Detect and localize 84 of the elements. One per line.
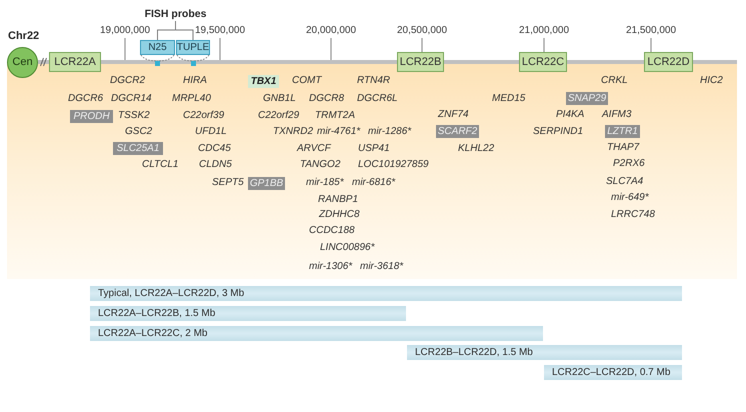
coordinate-label: 21,500,000 — [626, 24, 676, 38]
coordinate-label: 21,000,000 — [518, 24, 570, 38]
gene-name: LRRC748 — [611, 208, 655, 222]
highlighted-gene-tag: SCARF2 — [436, 125, 479, 138]
deletion-bar: Typical, LCR22A–LCR22D, 3 Mb — [90, 286, 682, 301]
gene-name: ZDHHC8 — [319, 208, 360, 222]
gene-name: CLTCL1 — [142, 158, 178, 172]
gene-name: LINC00896* — [320, 241, 374, 255]
gene-name: SEPT5 — [212, 176, 244, 190]
chromosome-line — [693, 60, 737, 64]
gene-name: mir-1306* — [309, 260, 352, 274]
gene-name: TXNRD2 — [273, 125, 314, 139]
lcr-region-block: LCR22B — [397, 52, 444, 72]
gene-name: GNB1L — [263, 92, 296, 106]
gene-name: RTN4R — [357, 74, 390, 88]
gene-name: mir-6816* — [352, 176, 396, 190]
gene-name: RANBP1 — [318, 193, 358, 207]
gene-name: CCDC188 — [309, 224, 355, 238]
gene-name: mir-3618* — [360, 260, 404, 274]
chromosome-line — [38, 60, 49, 64]
gene-name: USP41 — [358, 142, 390, 156]
coordinate-label: 20,000,000 — [306, 24, 356, 38]
gene-name: mir-185* — [306, 176, 344, 190]
gene-name: SERPIND1 — [533, 125, 584, 139]
gene-name: TANGO2 — [300, 158, 340, 172]
probe-marker — [155, 61, 160, 66]
gene-name: CLDN5 — [199, 158, 232, 172]
chromosome-name: Chr22 — [8, 29, 40, 43]
coordinate-label: 20,500,000 — [396, 24, 448, 38]
key-gene-tag: TBX1 — [248, 75, 279, 88]
gene-name: CDC45 — [198, 142, 231, 156]
gene-name: TRMT2A — [315, 109, 355, 123]
gene-name: C22orf39 — [183, 109, 224, 123]
gene-name: SLC7A4 — [606, 175, 644, 189]
dashed-leader-line — [140, 54, 174, 62]
chromosome-line — [444, 60, 519, 64]
gene-name: DGCR6 — [68, 92, 104, 106]
gene-name: DGCR8 — [309, 92, 344, 106]
gene-name: P2RX6 — [613, 157, 645, 171]
probe-heading: FISH probes — [144, 7, 207, 21]
deletion-bar: LCR22A–LCR22C, 2 Mb — [90, 326, 543, 341]
deletion-bar: LCR22B–LCR22D, 1.5 Mb — [407, 345, 682, 360]
deletion-bar: LCR22C–LCR22D, 0.7 Mb — [544, 365, 682, 380]
highlighted-gene-tag: SLC25A1 — [113, 142, 163, 155]
gene-name: DGCR6L — [357, 92, 398, 106]
gene-name: KLHL22 — [458, 142, 494, 156]
gene-name: THAP7 — [607, 141, 640, 155]
chromosome-line — [101, 60, 397, 64]
gene-name: PI4KA — [556, 108, 584, 122]
gene-name: DGCR14 — [111, 92, 152, 106]
highlighted-gene-tag: PRODH — [70, 110, 113, 123]
gene-name: C22orf29 — [258, 109, 300, 123]
fish-probe-block: N25 — [140, 40, 175, 55]
gene-name: ZNF74 — [438, 108, 469, 122]
gene-name: HIC2 — [700, 74, 723, 88]
highlighted-gene-tag: LZTR1 — [605, 125, 640, 138]
lcr-region-block: LCR22C — [519, 52, 567, 72]
gene-name: GSC2 — [125, 125, 152, 139]
chromosome-line — [567, 60, 644, 64]
gene-name: ARVCF — [297, 142, 331, 156]
dashed-leader-line — [176, 54, 210, 62]
gene-name: MRPL40 — [172, 92, 211, 106]
fish-probe-block: TUPLE — [176, 40, 210, 55]
gene-name: DGCR2 — [110, 74, 146, 88]
highlighted-gene-tag: SNAP29 — [566, 92, 608, 105]
probe-marker — [191, 61, 196, 66]
gene-name: CRKL — [601, 74, 628, 88]
gene-name: mir-649* — [611, 191, 649, 205]
gene-name: mir-1286* — [368, 125, 412, 139]
coordinate-label: 19,000,000 — [100, 24, 150, 38]
lcr-region-block: LCR22D — [644, 52, 693, 72]
gene-name: mir-4761* — [317, 125, 360, 139]
gene-name: COMT — [292, 74, 322, 88]
gene-name: LOC101927859 — [358, 158, 429, 172]
gene-name: TSSK2 — [118, 109, 150, 123]
gene-name: MED15 — [492, 92, 526, 106]
bracket-line — [175, 20, 194, 40]
gene-name: AIFM3 — [602, 108, 632, 122]
highlighted-gene-tag: GP1BB — [248, 177, 285, 190]
deletion-bar: LCR22A–LCR22B, 1.5 Mb — [90, 306, 406, 321]
gene-name: UFD1L — [195, 125, 227, 139]
lcr-region-block: LCR22A — [49, 52, 101, 72]
coordinate-label: 19,500,000 — [194, 24, 246, 38]
gene-name: HIRA — [183, 74, 207, 88]
